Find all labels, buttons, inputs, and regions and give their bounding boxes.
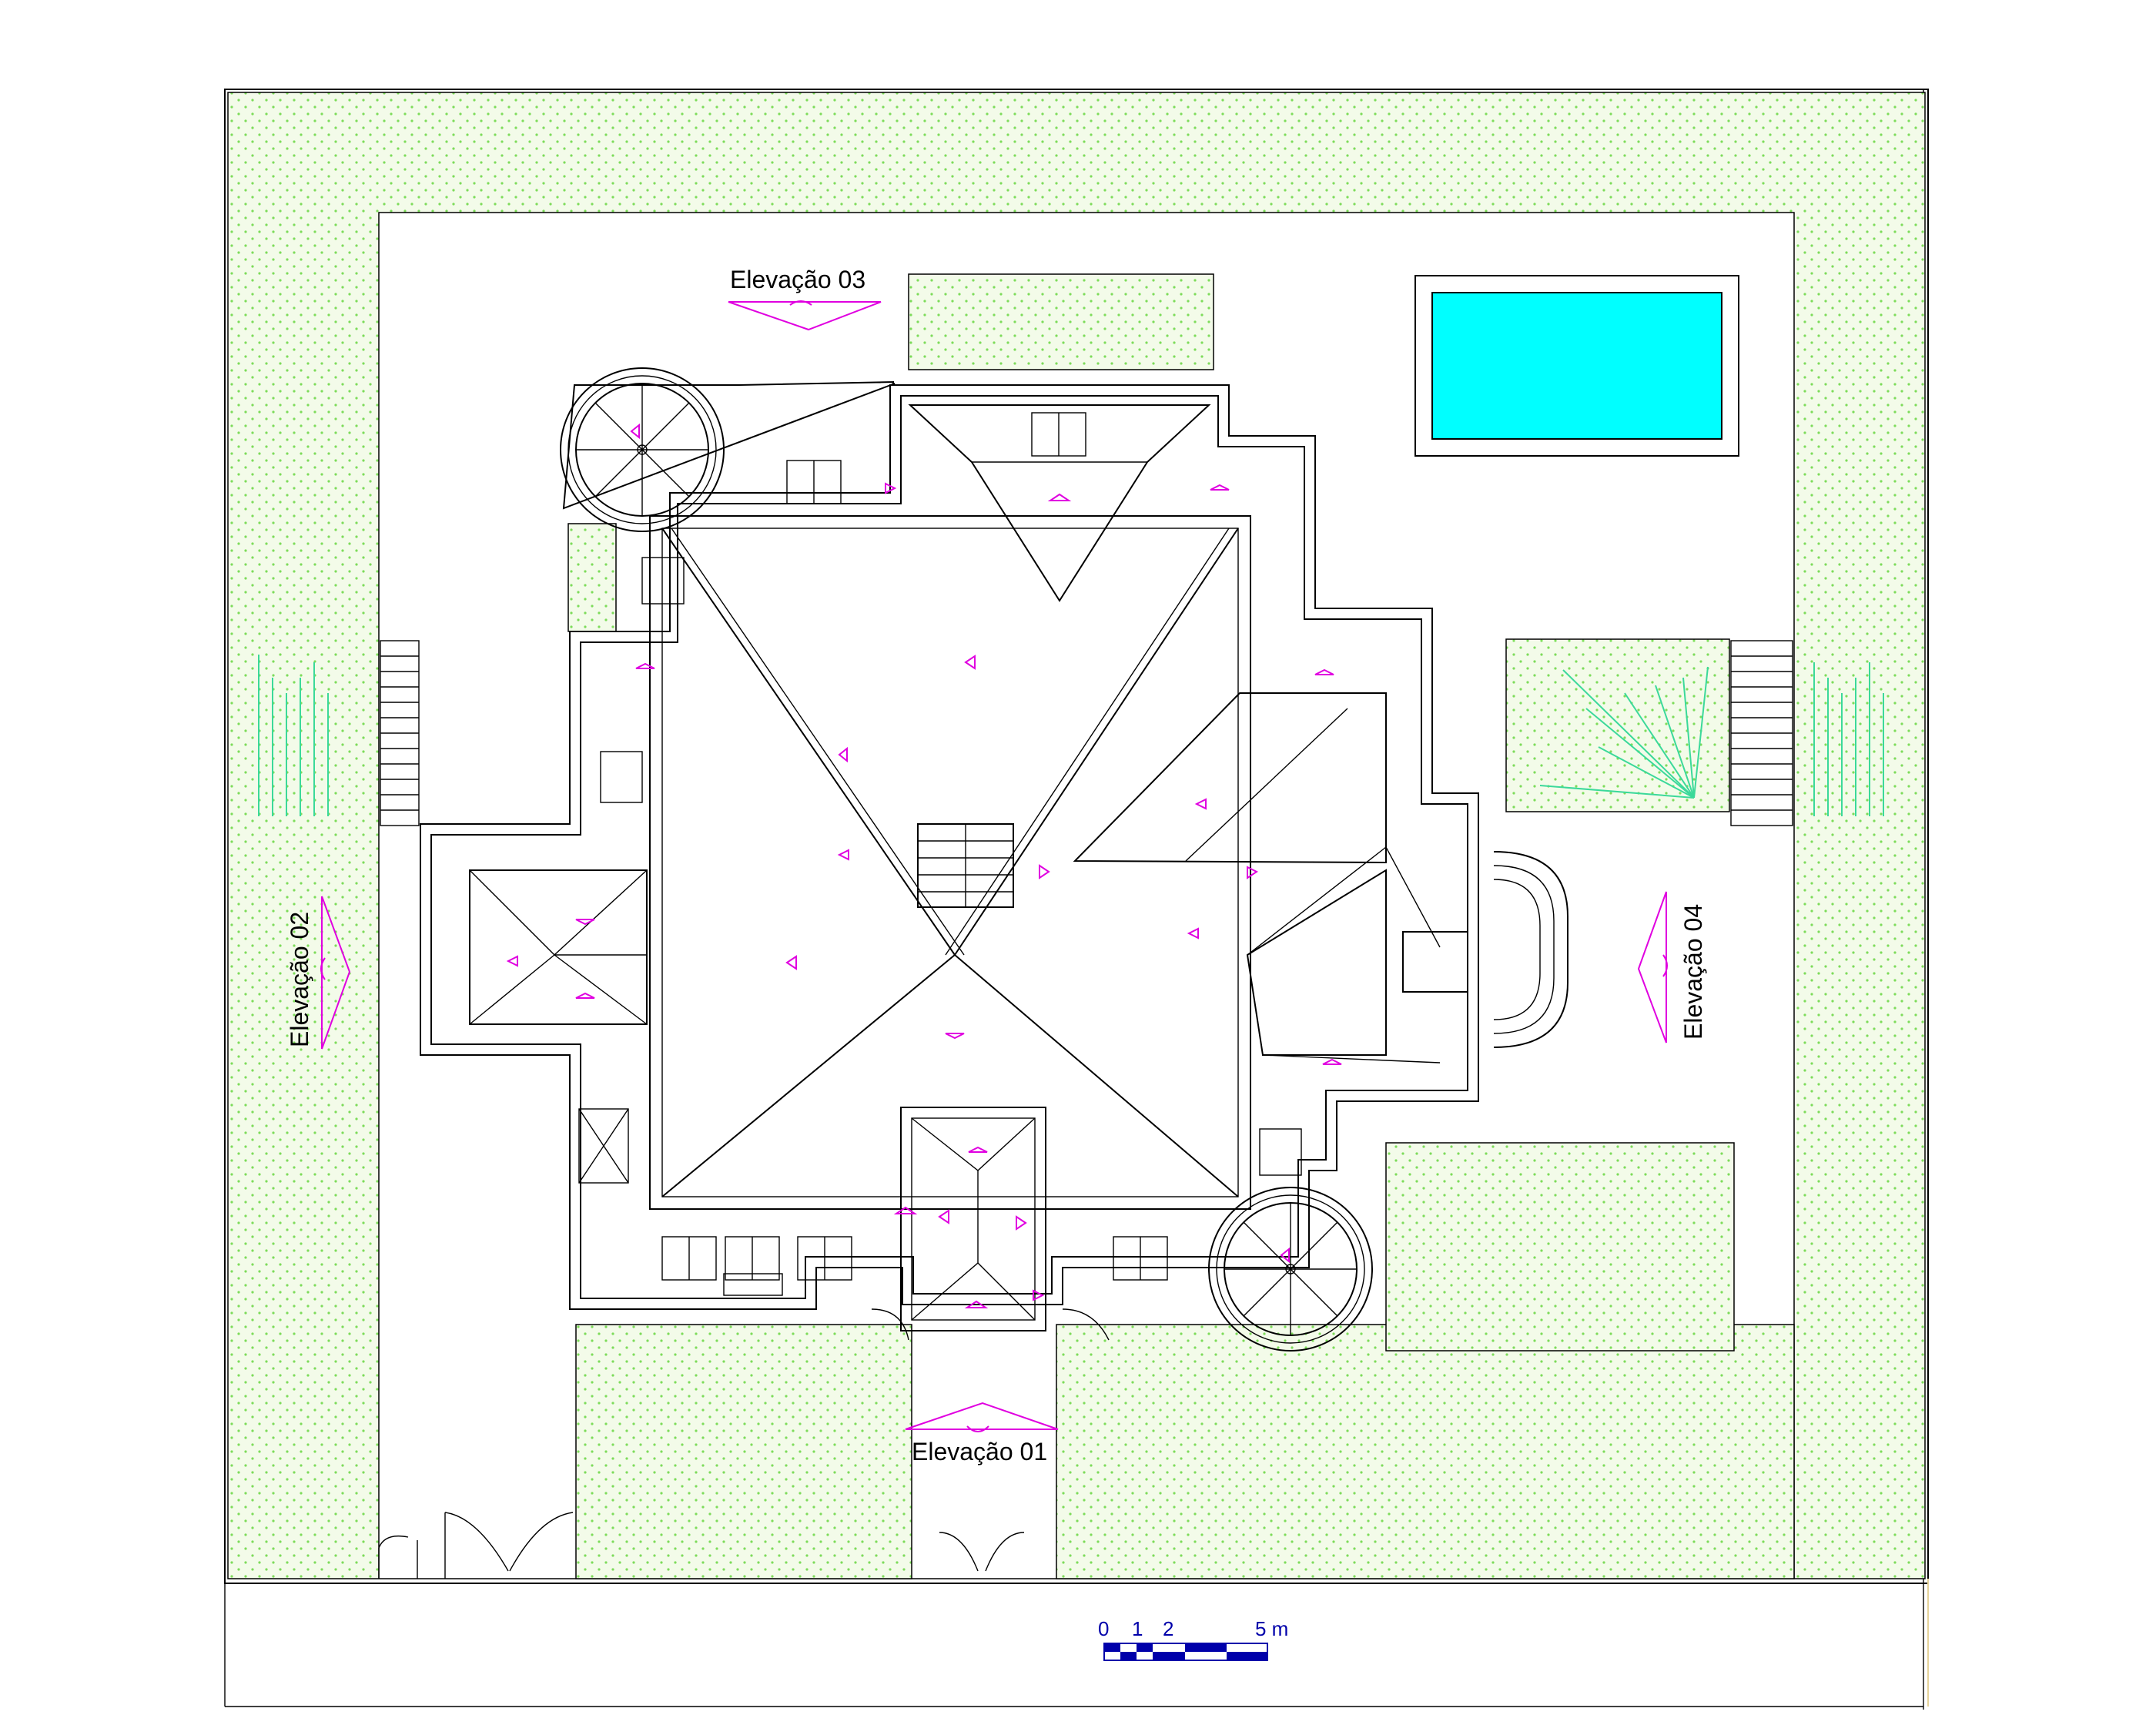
scale-tick-0: 0 bbox=[1098, 1617, 1109, 1640]
window-bottom-2 bbox=[725, 1236, 780, 1281]
lawn-right-lower bbox=[1385, 1142, 1735, 1352]
triangle-vent-icon bbox=[1247, 866, 1258, 879]
elevation-label-03: Elevação 03 bbox=[730, 266, 865, 293]
window-top-1 bbox=[1031, 412, 1086, 457]
elevation-marker-01 bbox=[905, 1402, 1059, 1432]
triangle-vent-icon bbox=[785, 955, 797, 970]
triangle-vent-icon bbox=[968, 1146, 988, 1153]
triangle-vent-icon bbox=[506, 955, 518, 967]
right-wing-roof bbox=[1073, 692, 1441, 1063]
triangle-arrow-icon bbox=[905, 1402, 1059, 1430]
triangle-vent-icon bbox=[1033, 1289, 1045, 1301]
window-bottom-4 bbox=[1113, 1236, 1168, 1281]
lawn-front-left bbox=[575, 1324, 912, 1579]
triangle-vent-icon bbox=[635, 662, 655, 669]
triangle-vent-icon bbox=[964, 1300, 989, 1308]
triangle-vent-icon bbox=[1322, 1058, 1342, 1065]
window-bottom-3 bbox=[797, 1236, 852, 1281]
front-porch bbox=[723, 1273, 1110, 1341]
house-eave bbox=[420, 384, 1479, 1310]
elevation-label-04: Elevação 04 bbox=[1679, 904, 1707, 1040]
triangle-vent-icon bbox=[575, 992, 595, 999]
triangle-vent-icon bbox=[945, 1033, 965, 1040]
scale-tick-1: 1 bbox=[1132, 1617, 1143, 1640]
left-gable bbox=[469, 869, 648, 1025]
triangle-vent-icon bbox=[1016, 1215, 1027, 1231]
lawn-left-strip bbox=[567, 523, 617, 632]
elevation-label-01: Elevação 01 bbox=[912, 1438, 1047, 1465]
elevation-marker-02 bbox=[320, 896, 351, 1050]
triangle-vent-icon bbox=[838, 746, 848, 763]
turret-top-left bbox=[560, 367, 725, 532]
fan-hatch bbox=[1539, 666, 1709, 799]
triangle-vent-icon bbox=[1314, 668, 1334, 675]
elevation-marker-03 bbox=[728, 300, 882, 331]
triangle-vent-icon bbox=[837, 849, 849, 861]
triangle-vent-icon bbox=[893, 1206, 918, 1214]
scale-bar: 0 1 2 5 m bbox=[1098, 1617, 1288, 1661]
triangle-arrow-icon bbox=[728, 301, 882, 331]
triangle-vent-icon bbox=[1280, 1247, 1290, 1264]
hatch-right bbox=[1813, 662, 1884, 816]
elevation-marker-04 bbox=[1637, 891, 1668, 1043]
triangle-arrow-icon bbox=[1637, 891, 1667, 1043]
bottom-gable bbox=[900, 1107, 1046, 1331]
lawn-top-strip bbox=[908, 273, 1214, 370]
window-top-left bbox=[786, 460, 842, 504]
triangle-vent-icon bbox=[885, 482, 897, 494]
scale-tick-5m: 5 m bbox=[1255, 1617, 1288, 1640]
hatch-left bbox=[258, 655, 329, 816]
lawn-front-right bbox=[1056, 1324, 1795, 1579]
swimming-pool bbox=[1414, 275, 1739, 457]
window-left-1 bbox=[641, 557, 685, 605]
scale-tick-2: 2 bbox=[1163, 1617, 1173, 1640]
triangle-vent-icon bbox=[938, 1209, 949, 1224]
triangle-vent-icon bbox=[630, 423, 640, 440]
vent-markers bbox=[506, 423, 1342, 1308]
triangle-vent-icon bbox=[1039, 864, 1050, 879]
window-left-2 bbox=[600, 751, 643, 803]
window-left-3 bbox=[578, 1108, 629, 1184]
elevation-label-02: Elevação 02 bbox=[286, 912, 313, 1047]
central-skylight bbox=[917, 823, 1014, 908]
triangle-vent-icon bbox=[964, 655, 976, 670]
right-porch bbox=[1402, 851, 1568, 1048]
main-roof bbox=[649, 515, 1251, 1210]
triangle-vent-icon bbox=[1187, 927, 1199, 940]
turret-bottom-right bbox=[1208, 1187, 1373, 1352]
house-wall bbox=[430, 395, 1468, 1299]
triangle-vent-icon bbox=[1047, 493, 1072, 501]
left-steps bbox=[380, 640, 420, 826]
triangle-vent-icon bbox=[1210, 484, 1230, 491]
window-bottom-1 bbox=[661, 1236, 717, 1281]
window-right-1 bbox=[1259, 1128, 1302, 1176]
top-gable bbox=[908, 404, 1211, 602]
triangle-vent-icon bbox=[1194, 798, 1207, 810]
right-steps bbox=[1730, 640, 1793, 826]
gates bbox=[378, 1512, 1025, 1579]
triangle-vent-icon bbox=[575, 919, 595, 926]
house-outline bbox=[562, 380, 896, 510]
